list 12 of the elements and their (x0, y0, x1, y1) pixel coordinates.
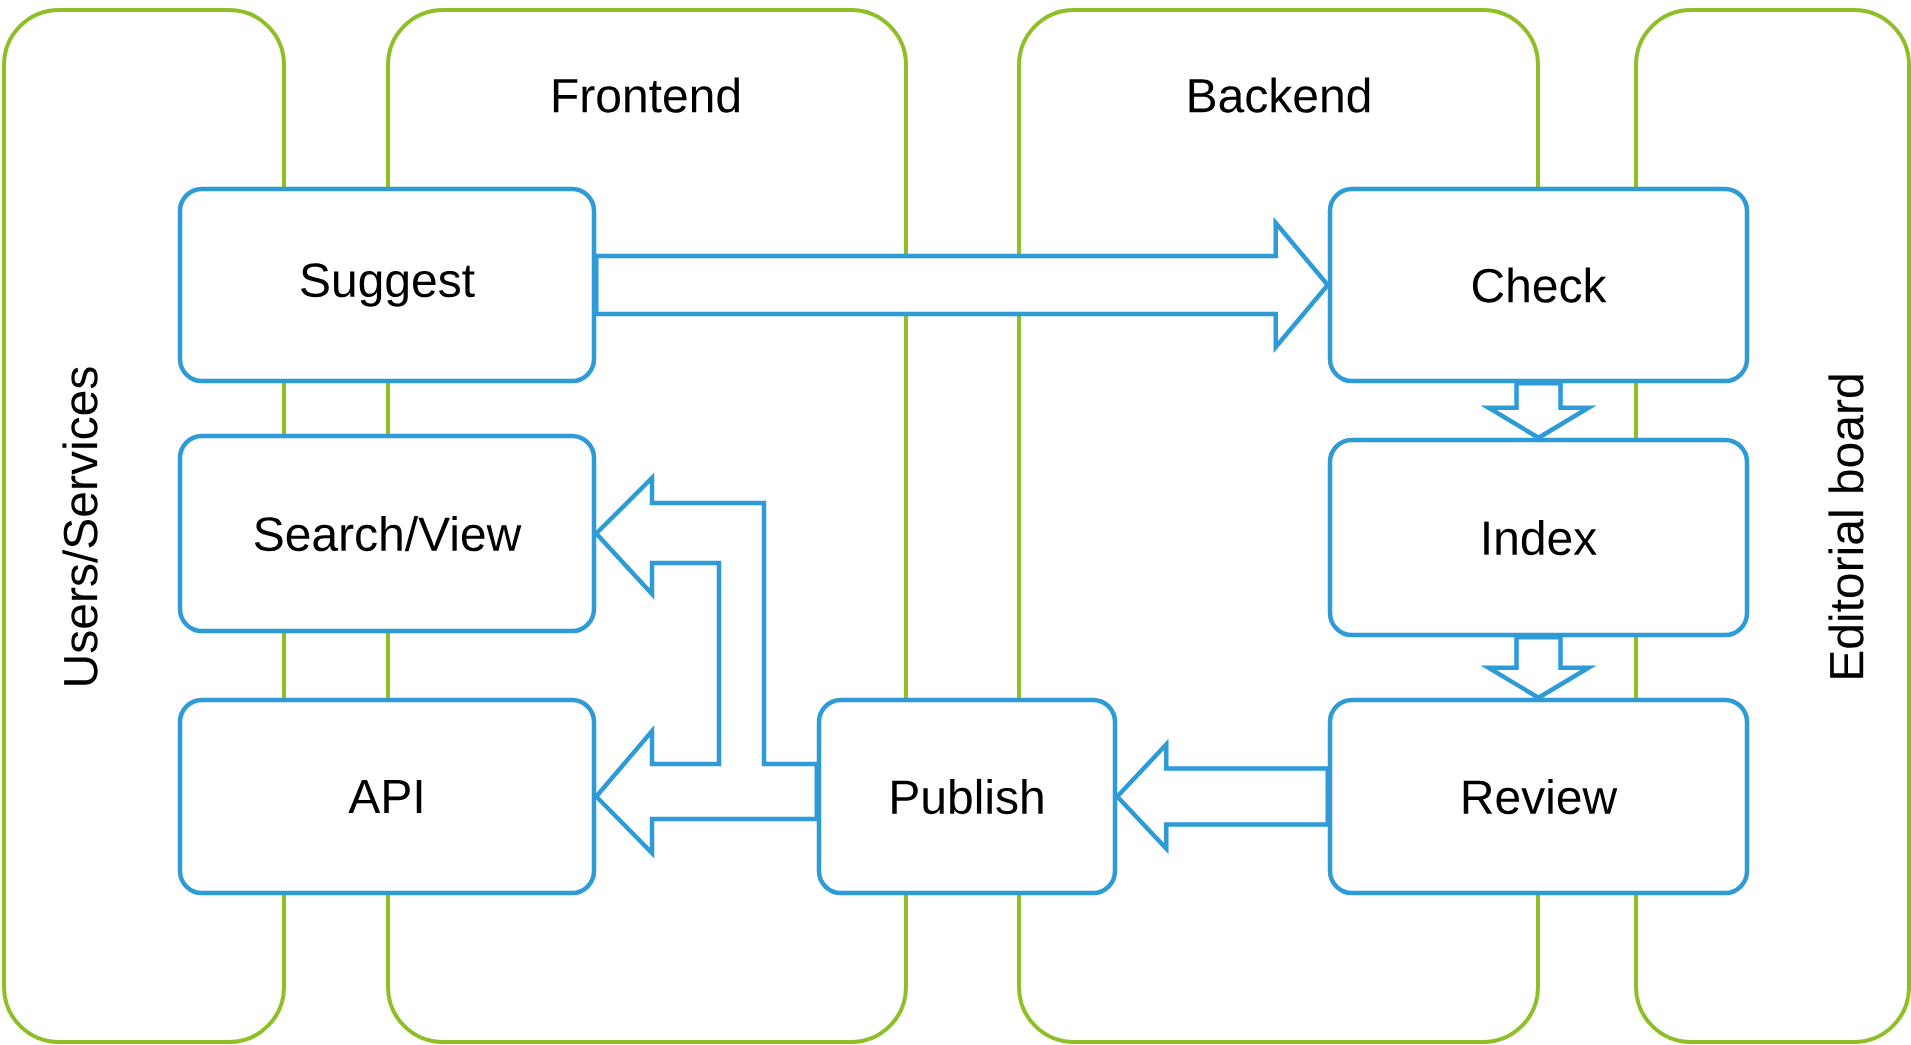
process-box: Publish (816, 697, 1118, 896)
process-box: Search/View (177, 433, 597, 634)
process-box: API (177, 697, 597, 896)
block-arrow (1114, 738, 1330, 855)
process-box: Suggest (177, 186, 597, 384)
block-arrow (1480, 635, 1597, 701)
process-box: Check (1327, 186, 1750, 384)
process-box: Index (1327, 437, 1750, 638)
block-arrow (594, 216, 1331, 354)
block-arrow (1480, 381, 1597, 441)
process-box: Review (1327, 697, 1750, 896)
block-arrow (593, 472, 819, 859)
